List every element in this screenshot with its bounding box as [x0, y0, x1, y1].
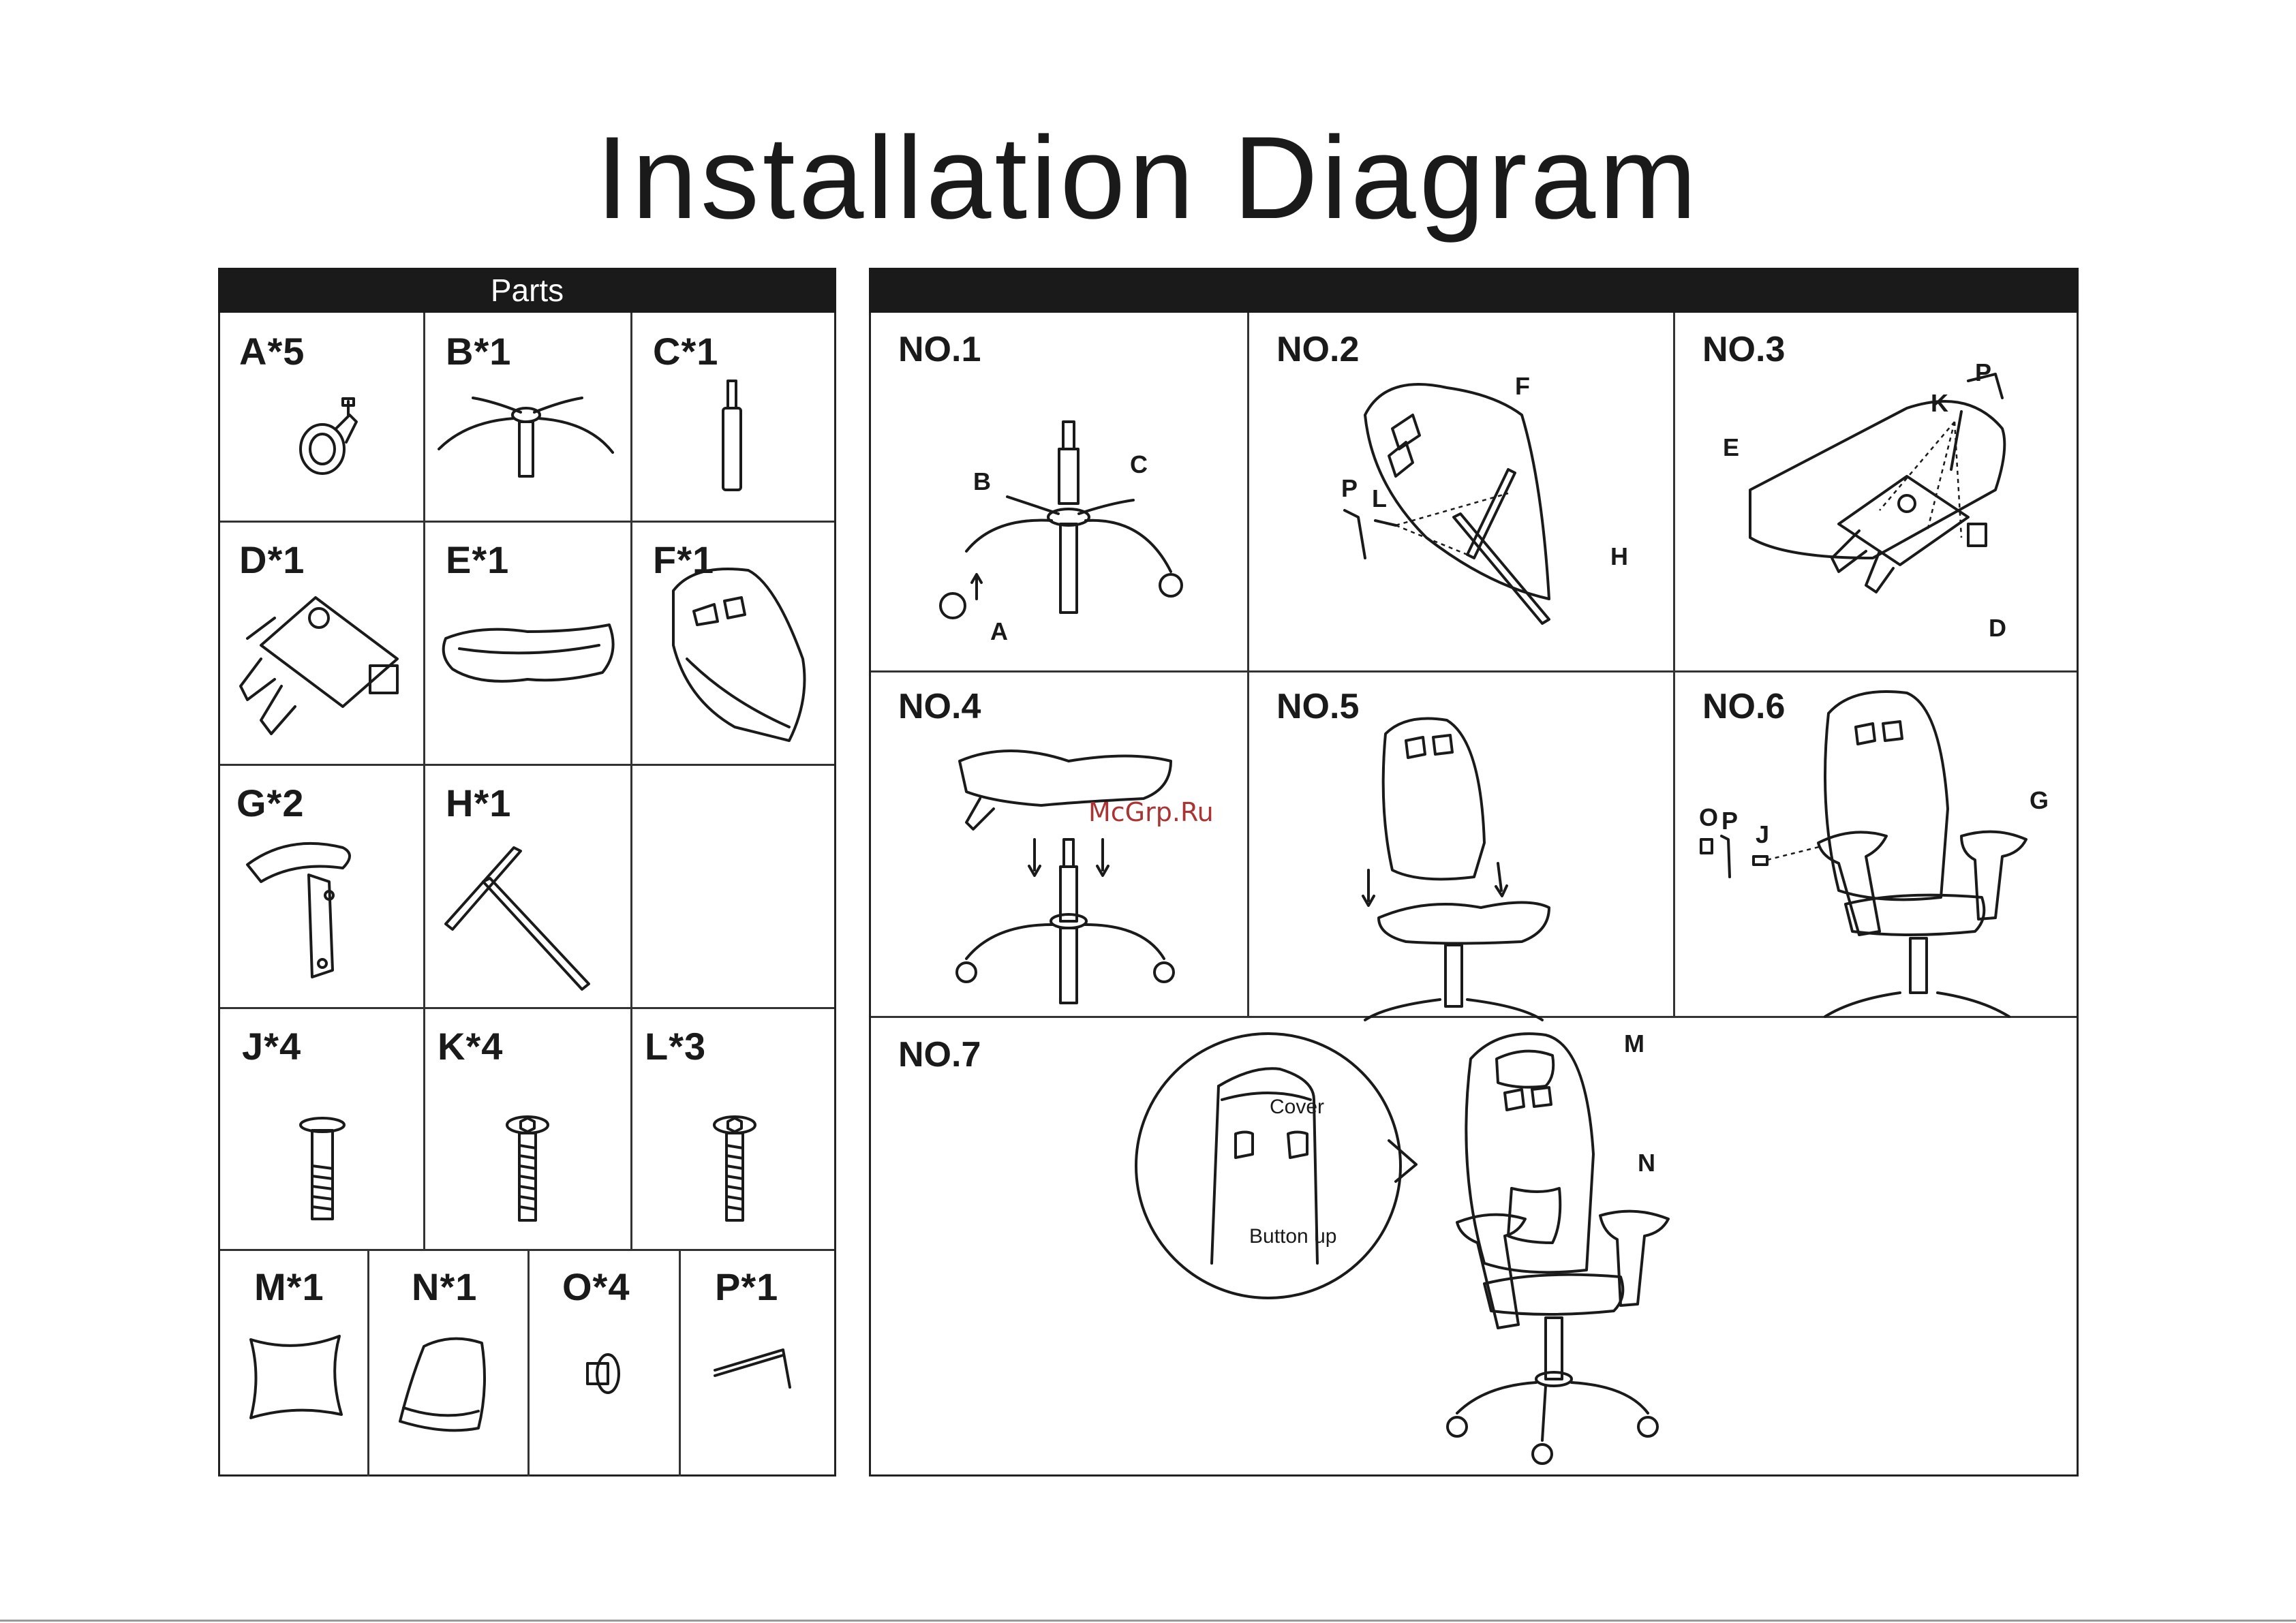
callout-p3: P	[1975, 358, 1991, 386]
callout-d: D	[1989, 614, 2006, 642]
callout-j: J	[1756, 820, 1769, 848]
steps-panel: NO.1 B C A NO.2	[869, 268, 2079, 1477]
bolt-k-icon	[425, 1009, 630, 1249]
callout-g: G	[2030, 786, 2049, 814]
base-assembly-icon: B C A	[871, 313, 1247, 670]
armrest-icon	[220, 766, 423, 1007]
seat-cushion-icon	[425, 523, 630, 764]
part-o: O*4	[530, 1251, 679, 1477]
callout-b1: B	[973, 467, 991, 495]
part-e: E*1	[425, 523, 630, 764]
part-p: P*1	[681, 1251, 838, 1477]
tilt-mechanism-icon	[220, 523, 423, 764]
part-j: J*4	[220, 1009, 423, 1249]
parts-panel: Parts A*5 B*1 C*1	[218, 268, 836, 1477]
part-a: A*5	[220, 313, 423, 521]
headrest-pillow-icon	[220, 1251, 367, 1477]
part-g: G*2	[220, 766, 423, 1007]
callout-f: F	[1515, 372, 1530, 400]
page-title: Installation Diagram	[0, 119, 2296, 236]
allen-key-icon	[681, 1251, 838, 1477]
bolt-j-icon	[220, 1009, 423, 1249]
callout-a1: A	[990, 617, 1008, 645]
step-6: NO.6 O P J G	[1675, 673, 2079, 1016]
inset-cover-label: Cover	[1270, 1096, 1324, 1118]
step-3: NO.3 P K E D	[1675, 313, 2079, 670]
step-1: NO.1 B C A	[871, 313, 1247, 670]
callout-k: K	[1931, 389, 1948, 417]
part-b: B*1	[425, 313, 630, 521]
lumbar-pillow-icon	[369, 1251, 527, 1477]
step-4: NO.4	[871, 673, 1247, 1016]
callout-l: L	[1372, 484, 1387, 512]
backrest-bracket-icon	[425, 766, 630, 1007]
callout-o: O	[1699, 803, 1718, 831]
callout-n: N	[1638, 1149, 1655, 1177]
step-2: NO.2 F P L H	[1249, 313, 1673, 670]
part-l: L*3	[632, 1009, 838, 1249]
steps-header	[869, 268, 2079, 313]
backrest-icon	[632, 523, 838, 764]
bottom-rule	[0, 1620, 2296, 1622]
callout-p2: P	[1341, 474, 1358, 502]
seat-mechanism-assembly-icon: P K E D	[1675, 313, 2079, 670]
caster-wheel-icon	[220, 313, 423, 521]
callout-e: E	[1723, 433, 1739, 461]
callout-m: M	[1624, 1030, 1644, 1057]
armrest-assembly-icon: O P J G	[1675, 673, 2079, 1016]
cap-icon	[530, 1251, 679, 1477]
step-7: NO.7 Cover Button up	[871, 1018, 2079, 1477]
step-5: NO.5	[1249, 673, 1673, 1016]
part-k: K*4	[425, 1009, 630, 1249]
backrest-bracket-assembly-icon: F P L H	[1249, 313, 1673, 670]
parts-header: Parts	[218, 268, 836, 313]
callout-h: H	[1610, 542, 1628, 570]
seat-onto-base-icon	[871, 673, 1247, 1016]
callout-p6: P	[1721, 807, 1738, 835]
finished-chair-icon: Cover Button up M N	[871, 1018, 2079, 1477]
five-star-base-icon	[425, 313, 630, 521]
watermark: McGrp.Ru	[1088, 797, 1214, 827]
part-f: F*1	[632, 523, 838, 764]
callout-c1: C	[1130, 450, 1148, 478]
part-n: N*1	[369, 1251, 527, 1477]
part-m: M*1	[220, 1251, 367, 1477]
part-h: H*1	[425, 766, 630, 1007]
bolt-l-icon	[632, 1009, 838, 1249]
part-empty	[632, 766, 838, 1007]
gas-lift-cylinder-icon	[632, 313, 838, 521]
backrest-onto-seat-icon	[1249, 673, 1673, 1016]
part-c: C*1	[632, 313, 838, 521]
part-d: D*1	[220, 523, 423, 764]
inset-button-label: Button up	[1249, 1225, 1336, 1248]
